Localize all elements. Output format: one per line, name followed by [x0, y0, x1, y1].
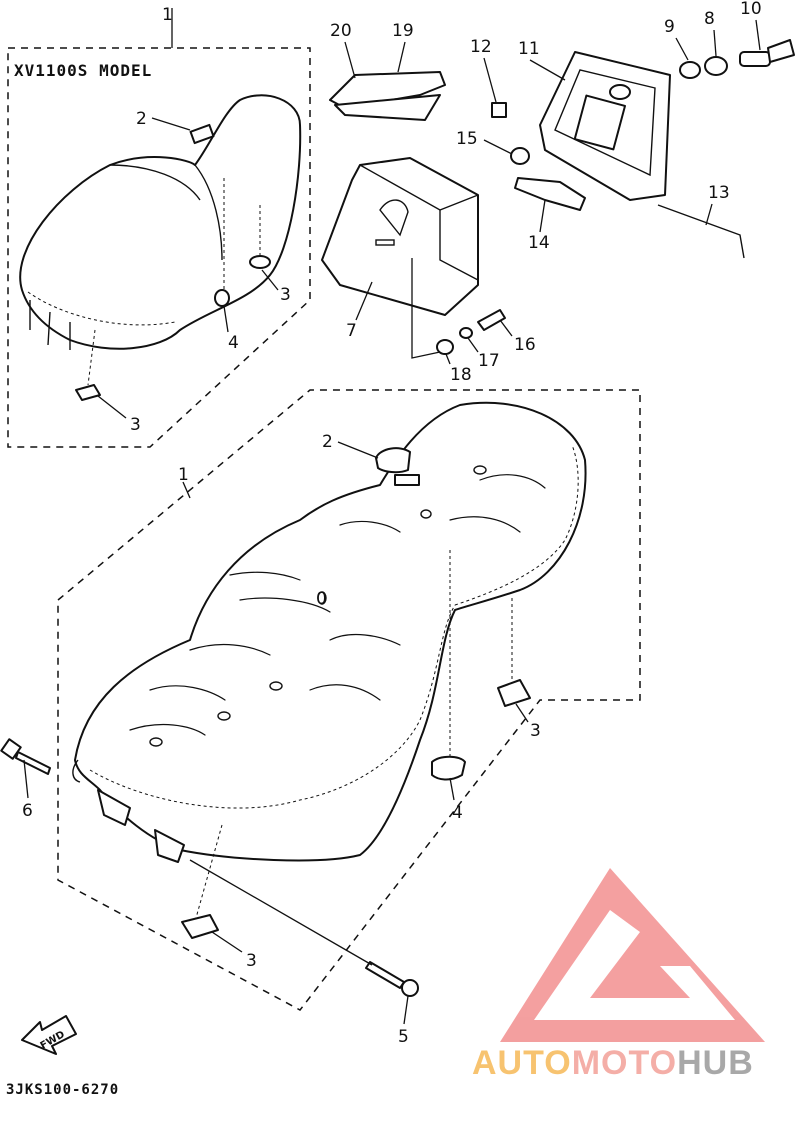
callout-3-main-b: 3	[246, 951, 257, 971]
main-seat-hardware	[0, 679, 531, 997]
callout-1-top: 1	[162, 5, 173, 25]
callout-3-main-a: 3	[530, 721, 541, 741]
callout-11: 11	[518, 39, 540, 59]
xv1100s-model-box: XV1100S MODEL 1	[7, 5, 311, 448]
callout-0-main: 0	[316, 589, 327, 609]
callout-15: 15	[456, 129, 478, 149]
fwd-arrow: FWD	[21, 1015, 77, 1055]
watermark-hub: HUB	[677, 1044, 754, 1082]
callout-2-top: 2	[136, 109, 147, 129]
drawing-code: 3JKS100-6270	[6, 1082, 119, 1098]
callout-8: 8	[704, 9, 715, 29]
callout-1-main: 1	[178, 465, 189, 485]
callout-2-main: 2	[322, 432, 333, 452]
upper-callouts: 2 3 4 3 20 19 12 11 9 8 10 15 13 14 7 16…	[97, 0, 762, 435]
callout-12: 12	[470, 37, 492, 57]
callout-19: 19	[392, 21, 414, 41]
callout-14: 14	[528, 233, 550, 253]
watermark-auto: AUTO	[472, 1044, 572, 1082]
triangle-logo-icon	[500, 868, 765, 1042]
callout-20: 20	[330, 21, 352, 41]
callout-18: 18	[450, 365, 472, 385]
callout-4-top: 4	[228, 333, 239, 353]
seat-strap	[329, 71, 446, 121]
callout-5: 5	[398, 1027, 409, 1047]
callout-16: 16	[514, 335, 536, 355]
lower-callouts: 2 0 3 4 6 3 5	[22, 432, 541, 1047]
watermark-moto: MOTO	[572, 1044, 677, 1082]
key-lock-parts	[657, 39, 795, 259]
callout-13: 13	[708, 183, 730, 203]
callout-4-main: 4	[452, 803, 463, 823]
main-seat-box: 1	[57, 389, 641, 1011]
storage-tray	[491, 51, 671, 201]
callout-10: 10	[740, 0, 762, 19]
callout-9: 9	[664, 17, 675, 37]
callout-3-top-b: 3	[130, 415, 141, 435]
callout-17: 17	[478, 351, 500, 371]
model-label: XV1100S MODEL	[14, 61, 152, 80]
xv1100s-seat	[19, 94, 302, 401]
callout-3-top-a: 3	[280, 285, 291, 305]
main-seat	[72, 401, 587, 919]
small-hardware	[411, 147, 586, 359]
automotohub-watermark: AUTOMOTOHUB	[472, 868, 765, 1082]
svg-text:AUTOMOTOHUB: AUTOMOTOHUB	[472, 1044, 754, 1082]
callout-7: 7	[346, 321, 357, 341]
callout-6: 6	[22, 801, 33, 821]
backrest-cover	[321, 157, 479, 316]
